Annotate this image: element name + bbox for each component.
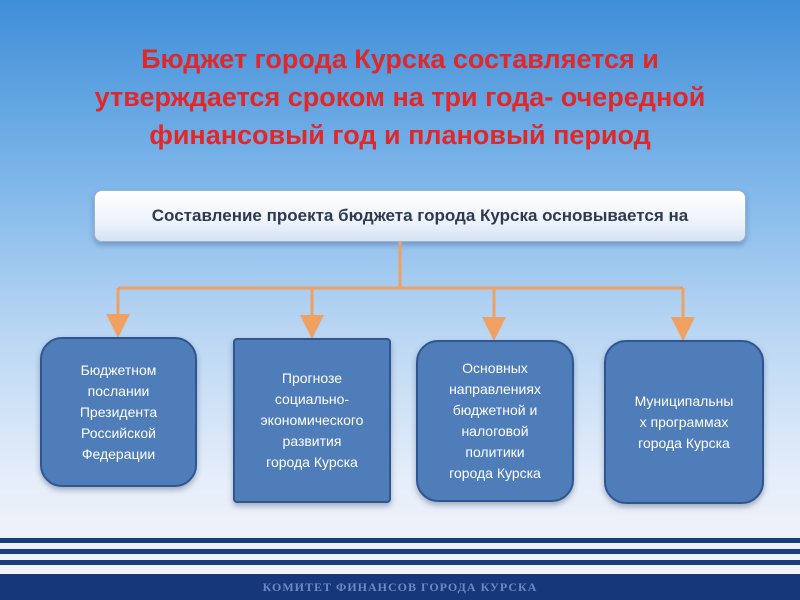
node-text: Прогнозе социально- экономического разви… (261, 368, 364, 473)
node-text: Муниципальны х программах города Курска (635, 391, 734, 454)
node-line: налоговой (461, 423, 529, 439)
root-node-label: Составление проекта бюджета города Курск… (151, 206, 689, 225)
node-line: послании (87, 382, 150, 399)
node-line: Президента (79, 403, 158, 420)
node-line: Бюджетном (80, 361, 157, 378)
node-line: х программах (639, 413, 729, 430)
node-line: бюджетной и (452, 402, 538, 418)
node-line: Муниципальны (634, 392, 734, 409)
root-node: Составление проекта бюджета города Курск… (94, 190, 746, 242)
footer-text: КОМИТЕТ ФИНАНСОВ ГОРОДА КУРСКА (262, 579, 538, 594)
node-line: Основных (462, 360, 528, 376)
node-line: социально- (274, 391, 350, 407)
node-line: города Курска (638, 434, 730, 451)
node-line: развития (282, 433, 342, 449)
node-line: направлениях (449, 381, 541, 397)
node-line: города Курска (266, 454, 358, 470)
node-line: политики (465, 444, 525, 460)
decorative-stripes (0, 532, 800, 572)
node-municipal-programs: Муниципальны х программах города Курска (604, 340, 764, 504)
title-line: утверждается сроком на три года- очередн… (94, 82, 706, 112)
node-line: Федерации (81, 445, 156, 462)
stripe (0, 538, 800, 543)
node-text: Бюджетном послании Президента Российской… (80, 360, 157, 465)
stripe (0, 560, 800, 565)
slide-title: Бюджет города Курска составляется и утве… (40, 40, 760, 154)
footer-bar: КОМИТЕТ ФИНАНСОВ ГОРОДА КУРСКА (0, 574, 800, 600)
stripe (0, 549, 800, 554)
node-line: Российской (80, 424, 157, 441)
node-line: Прогнозе (281, 370, 343, 386)
node-text: Основных направлениях бюджетной и налого… (449, 358, 541, 484)
node-budget-message: Бюджетном послании Президента Российской… (40, 337, 197, 487)
node-line: города Курска (449, 465, 541, 481)
node-policy-directions: Основных направлениях бюджетной и налого… (416, 340, 574, 502)
title-line: финансовый год и плановый период (149, 120, 651, 150)
title-line: Бюджет города Курска составляется и (141, 44, 659, 74)
node-line: экономического (260, 412, 364, 428)
node-forecast: Прогнозе социально- экономического разви… (233, 338, 391, 503)
